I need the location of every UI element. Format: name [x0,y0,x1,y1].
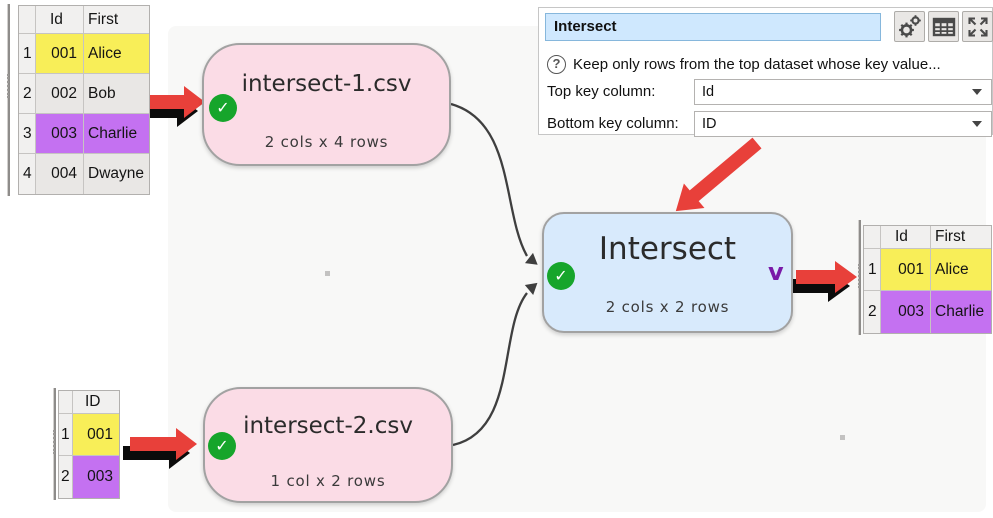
chevron-down-icon [972,89,982,95]
corner-cell [864,226,881,249]
splitter-grip-icon [858,264,860,288]
selected-value: ID [702,116,717,132]
row-number: 1 [59,414,73,456]
show-data-button[interactable] [928,11,959,42]
gears-icon [899,15,921,38]
pane-splitter[interactable] [53,388,56,500]
node-source-intersect-2[interactable]: intersect-2.csv 1 col x 2 rows ✓ [203,387,453,503]
node-subtitle: 1 col x 2 rows [270,472,386,490]
table-cell: 001 [36,34,84,74]
success-check-icon: ✓ [547,262,575,290]
table-cell: Alice [931,249,991,291]
row-number: 2 [19,74,36,114]
table-cell: Dwayne [84,154,149,194]
transform-settings-panel: Intersect [538,7,993,137]
column-header: Id [881,226,931,249]
table-grid-icon [932,17,955,36]
bottom-key-column-select[interactable]: ID [694,111,992,137]
row-number: 1 [19,34,36,74]
column-header: Id [36,6,84,34]
table-cell: Charlie [931,291,991,333]
pane-splitter[interactable] [7,4,10,196]
dataset-table-input1: Id First 1 001 Alice 2 002 Bob 3 003 Cha… [18,5,150,195]
node-subtitle: 2 cols x 2 rows [605,298,730,316]
column-header: First [931,226,991,249]
canvas-grid-dot [325,271,330,276]
table-cell: Charlie [84,114,149,154]
table-cell: 002 [36,74,84,114]
table-cell: Alice [84,34,149,74]
expand-panel-button[interactable] [962,11,993,42]
node-title: intersect-1.csv [241,71,412,97]
success-check-icon: ✓ [208,432,236,460]
table-cell: 003 [36,114,84,154]
node-source-intersect-1[interactable]: intersect-1.csv 2 cols x 4 rows ✓ [202,43,451,166]
top-key-column-select[interactable]: Id [694,79,992,105]
table-cell: 001 [73,414,119,456]
chevron-down-icon [972,121,982,127]
success-check-icon: ✓ [209,94,237,122]
settings-button[interactable] [894,11,925,42]
expand-arrows-icon [967,16,988,37]
table-cell: Bob [84,74,149,114]
bottom-key-column-label: Bottom key column: [547,115,679,132]
node-transform-intersect[interactable]: Intersect 2 cols x 2 rows ✓ v [542,212,793,333]
table-cell: 001 [881,249,931,291]
variant-indicator: v [768,258,784,286]
dataset-table-output: Id First 1 001 Alice 2 003 Charlie [863,225,992,334]
top-key-column-label: Top key column: [547,83,656,100]
column-header: First [84,6,149,34]
transform-description: Keep only rows from the top dataset whos… [573,55,941,73]
help-icon[interactable]: ? [547,54,566,74]
splitter-grip-icon [7,74,9,98]
row-number: 2 [864,291,881,333]
splitter-grip-icon [53,430,55,454]
dataset-table-input2: ID 1 001 2 003 [58,390,120,499]
pane-splitter[interactable] [858,220,861,335]
table-cell: 004 [36,154,84,194]
corner-cell [59,391,73,414]
transform-name-input[interactable]: Intersect [545,13,881,41]
canvas-grid-dot [840,435,845,440]
node-title: intersect-2.csv [243,413,413,439]
row-number: 1 [864,249,881,291]
node-title: Intersect [598,231,737,267]
row-number: 2 [59,456,73,498]
table-cell: 003 [73,456,119,498]
selected-value: Id [702,84,715,100]
corner-cell [19,6,36,34]
column-header: ID [73,391,119,414]
row-number: 3 [19,114,36,154]
row-number: 4 [19,154,36,194]
node-subtitle: 2 cols x 4 rows [264,133,389,151]
table-cell: 003 [881,291,931,333]
